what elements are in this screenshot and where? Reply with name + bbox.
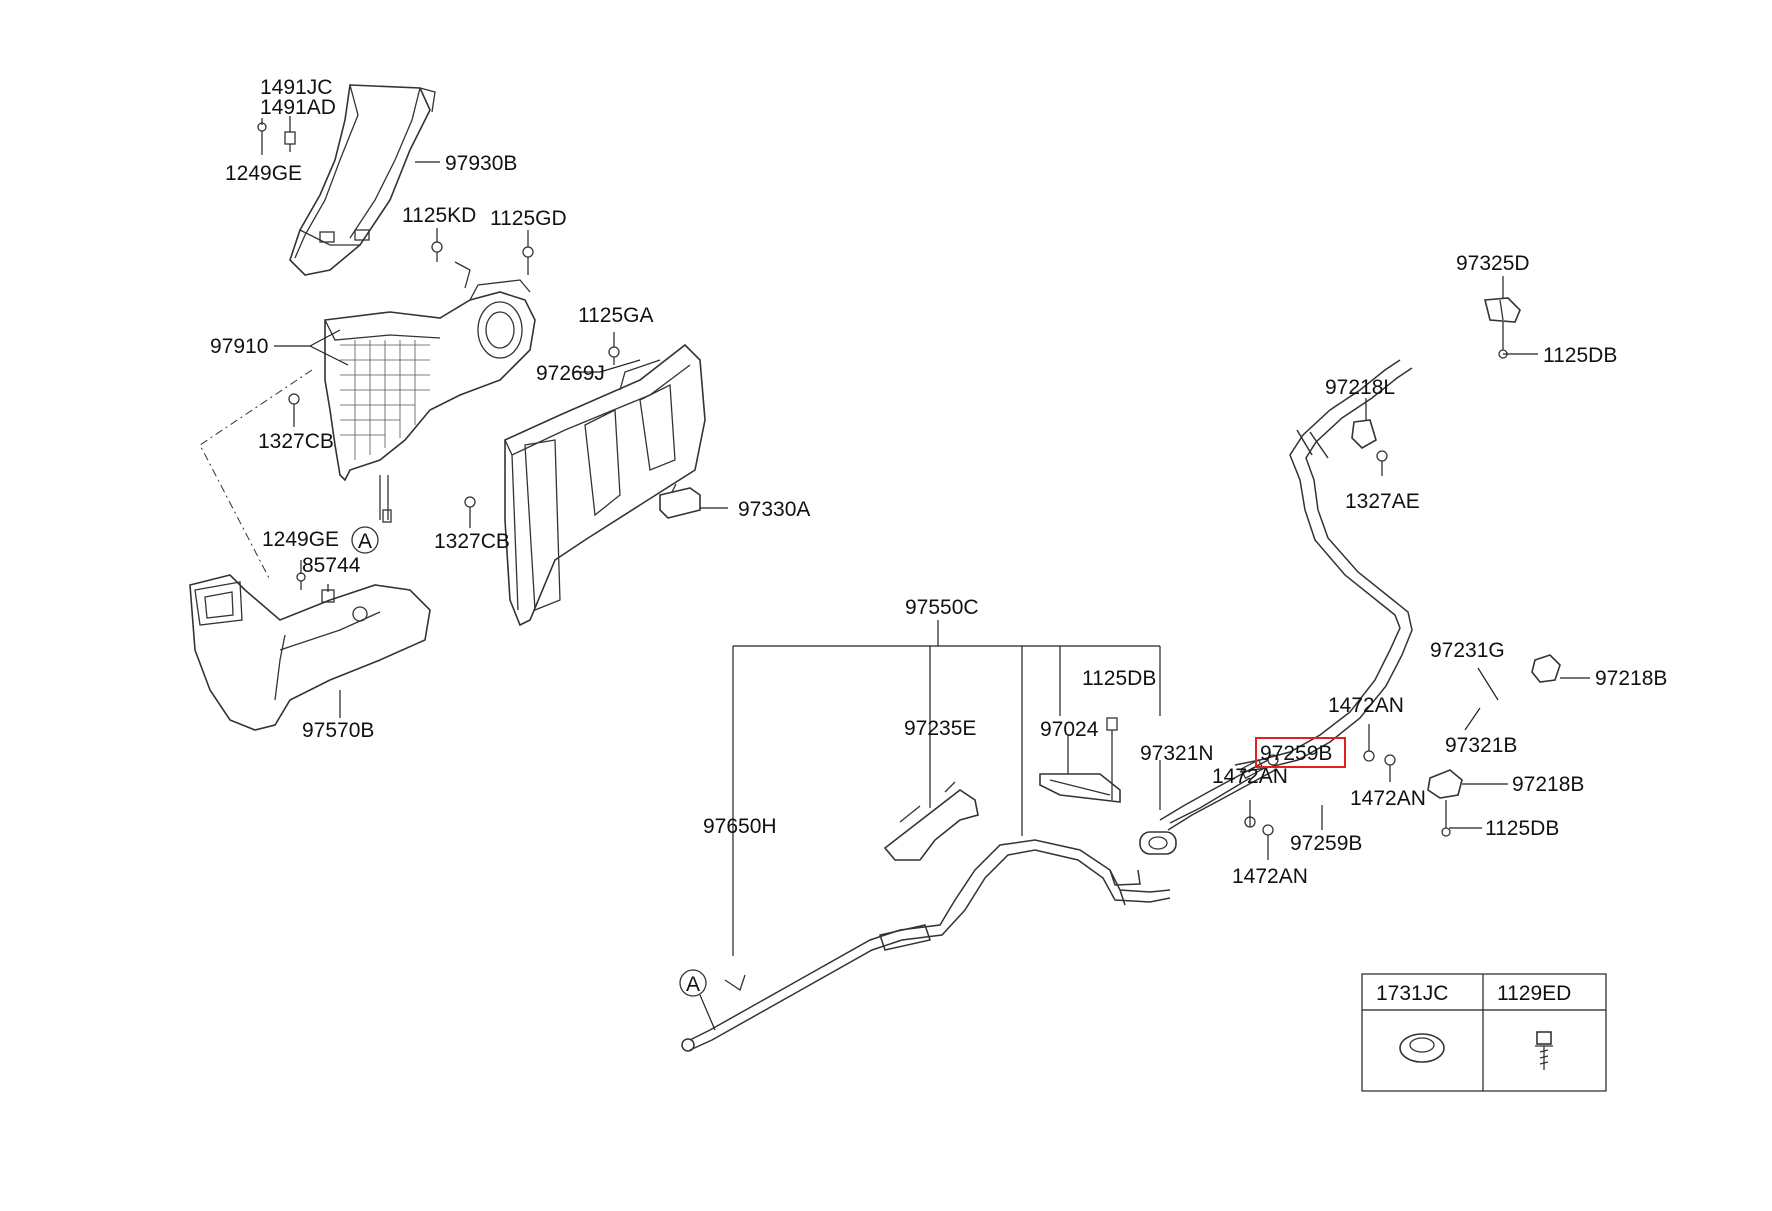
legend-header-1129ed: 1129ED (1497, 982, 1571, 1005)
label-97570b: 97570B (302, 719, 374, 742)
label-97218b-b: 97218B (1512, 773, 1584, 796)
screw-1327cb-b (464, 496, 476, 516)
label-97321n: 97321N (1140, 742, 1214, 765)
legend-header-1731jc: 1731JC (1376, 982, 1448, 1005)
nut-1327ae (1376, 450, 1388, 462)
label-97930b: 97930B (445, 152, 517, 175)
label-97259b: 97259B (1290, 832, 1362, 855)
label-1125gd: 1125GD (490, 207, 567, 230)
label-1491jc: 1491JC (260, 76, 332, 99)
pipe-assembly-97231g (1234, 359, 1413, 773)
label-1125ga: 1125GA (578, 304, 654, 327)
label-97218l: 97218L (1325, 376, 1395, 399)
label-1249ge-top: 1249GE (225, 162, 302, 185)
part-labels: 1491JC 1491AD 1249GE 97930B 1125KD 1125G… (210, 76, 1667, 1005)
label-1491ad: 1491AD (260, 96, 336, 119)
label-1472an-top: 1472AN (1328, 694, 1404, 717)
label-97910: 97910 (210, 335, 268, 358)
label-97218b-a: 97218B (1595, 667, 1667, 690)
label-97321b: 97321B (1445, 734, 1517, 757)
label-1327cb-a: 1327CB (258, 430, 334, 453)
screw-1125gd (522, 246, 534, 275)
label-97650h: 97650H (703, 815, 777, 838)
screw-1125db-bot (1441, 800, 1451, 837)
label-97269j: 97269J (536, 362, 605, 385)
screw-1125db-top (1498, 322, 1508, 359)
bracket-97218l (1351, 419, 1377, 449)
left-leader-lines (261, 116, 728, 718)
label-1125db-top: 1125DB (1543, 344, 1617, 367)
label-1125db-bot: 1125DB (1485, 817, 1559, 840)
label-circle-a-bottom: A (686, 973, 700, 996)
label-1472an-left: 1472AN (1212, 765, 1288, 788)
group-bracket-97550c (732, 620, 1161, 956)
cover-97269j (504, 343, 706, 627)
label-1472an-bot: 1472AN (1232, 865, 1308, 888)
label-97259b-highlighted: 97259B (1260, 742, 1332, 765)
label-1125kd: 1125KD (402, 204, 476, 227)
clip-97218b-upper (1531, 654, 1561, 683)
heater-unit-97910 (324, 261, 536, 523)
bracket-97330a (659, 483, 701, 519)
screw-1125ga (608, 346, 620, 365)
label-1327ae: 1327AE (1345, 490, 1420, 513)
label-97330a: 97330A (738, 498, 810, 521)
grommet-1731jc-icon (1399, 1033, 1445, 1063)
fastener-legend-table (1361, 973, 1607, 1092)
bolt-1129ed-icon (1535, 1031, 1553, 1070)
highlight-box-97259b (1255, 737, 1346, 768)
duct-97930b (289, 84, 436, 276)
nut-1472an-right (1384, 754, 1396, 766)
label-97235e: 97235E (904, 717, 976, 740)
nut-1472an-bot (1262, 824, 1274, 836)
screw-1125kd (431, 241, 443, 262)
label-97231g: 97231G (1430, 639, 1505, 662)
nut-1472an-top (1363, 750, 1375, 762)
pipe-assembly-97650h (681, 839, 1171, 1052)
label-85744: 85744 (302, 554, 361, 577)
screw-1327cb-a (288, 393, 300, 414)
label-97024: 97024 (1040, 718, 1099, 741)
tube-97259b (1159, 754, 1279, 831)
label-97550c: 97550C (905, 596, 979, 619)
label-circle-a-top: A (358, 530, 372, 553)
duct-97570b (189, 574, 431, 731)
right-leader-lines (1249, 276, 1590, 860)
ref-dash-line (199, 369, 313, 581)
bracket-97024 (1039, 773, 1121, 803)
callout-a-top (351, 526, 379, 554)
screw-1249ge-top (257, 122, 267, 150)
screw-1125db-mid (1106, 717, 1118, 800)
clip-1491ad (284, 131, 296, 152)
label-1472an-right: 1472AN (1350, 787, 1426, 810)
clip-97218b-lower (1427, 769, 1463, 799)
bracket-97235e (883, 781, 979, 861)
label-1327cb-b: 1327CB (434, 530, 510, 553)
label-1125db-mid: 1125DB (1082, 667, 1156, 690)
grommet-97321n (1139, 831, 1177, 855)
callout-a-bottom (679, 969, 716, 1031)
bracket-97325d (1483, 297, 1521, 323)
label-97325d: 97325D (1456, 252, 1530, 275)
label-1249ge-mid: 1249GE (262, 528, 339, 551)
